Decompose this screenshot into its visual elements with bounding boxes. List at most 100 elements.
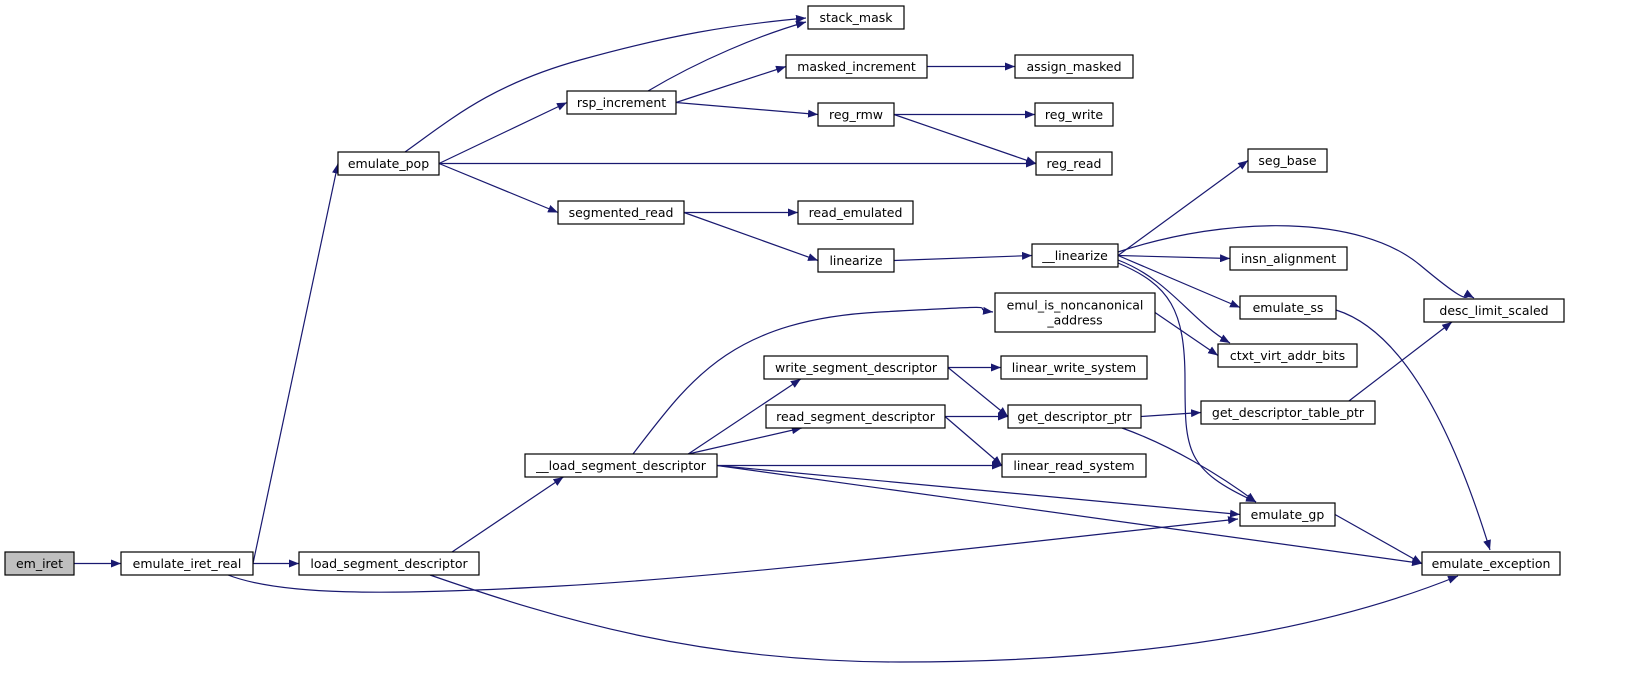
nodes-layer: em_iret emulate_iret_real emulate_pop load_… — [4, 5, 1565, 576]
node-box — [1423, 298, 1565, 323]
node-desc_limit_scaled[interactable]: desc_limit_scaled — [1423, 298, 1565, 323]
node-emulate_ss[interactable]: emulate_ss — [1239, 295, 1337, 320]
node-get_descriptor_ptr[interactable]: get_descriptor_ptr — [1007, 404, 1142, 429]
node-emulate_gp[interactable]: emulate_gp — [1239, 502, 1336, 527]
node-label: emul_is_noncanonical — [1007, 298, 1144, 313]
node-box — [797, 200, 914, 225]
node-box — [1239, 502, 1336, 527]
edge-__linearize-to-insn_alignment — [1117, 254, 1231, 263]
node-box — [1247, 148, 1328, 173]
node-label: get_descriptor_ptr — [1017, 409, 1132, 424]
node-emulate_pop[interactable]: emulate_pop — [337, 151, 440, 176]
node-label: _address — [1046, 313, 1102, 328]
node-reg_rmw[interactable]: reg_rmw — [817, 102, 895, 127]
node-label: emulate_gp — [1251, 507, 1325, 522]
edge-__load_segment_descriptor-to-emul_is_noncanonical_address — [632, 306, 994, 455]
edge-rsp_increment-to-reg_rmw — [675, 101, 819, 118]
node-masked_increment[interactable]: masked_increment — [785, 54, 928, 79]
edge-get_descriptor_table_ptr-to-desc_limit_scaled — [1348, 321, 1453, 402]
edge-segmented_read-to-linearize — [683, 211, 819, 262]
node-load_segment_descriptor[interactable]: load_segment_descriptor — [298, 551, 480, 576]
node-box — [1421, 551, 1561, 576]
node-reg_write[interactable]: reg_write — [1034, 102, 1114, 127]
edges-layer — [74, 14, 1491, 663]
node-seg_base[interactable]: seg_base — [1247, 148, 1328, 173]
node-box — [1229, 246, 1348, 271]
node-__load_segment_descriptor[interactable]: __load_segment_descriptor — [524, 453, 718, 478]
node-box — [120, 551, 254, 576]
node-label: masked_increment — [797, 59, 916, 74]
node-box — [1200, 400, 1376, 425]
edge-__linearize-to-ctxt_virt_addr_bits — [1117, 259, 1231, 344]
node-box — [785, 54, 928, 79]
edge-emul_is_noncanonical_address-to-ctxt_virt_addr_bits — [1154, 312, 1219, 356]
edge-write_segment_descriptor-to-get_descriptor_ptr — [947, 367, 1009, 417]
node-label: rsp_increment — [577, 95, 666, 110]
node-label: read_emulated — [809, 205, 903, 220]
node-label: stack_mask — [819, 10, 893, 25]
node-read_emulated[interactable]: read_emulated — [797, 200, 914, 225]
node-emulate_iret_real[interactable]: emulate_iret_real — [120, 551, 254, 576]
node-box — [1000, 355, 1148, 380]
node-assign_masked[interactable]: assign_masked — [1014, 54, 1134, 79]
node-read_segment_descriptor[interactable]: read_segment_descriptor — [765, 404, 946, 429]
edge-emulate_pop-to-stack_mask — [404, 14, 807, 153]
node-label: load_segment_descriptor — [310, 556, 468, 571]
node-label: emulate_pop — [348, 156, 429, 171]
edge-linearize-to-__linearize — [893, 251, 1033, 262]
node-label: emulate_iret_real — [133, 556, 242, 571]
node-box — [1034, 102, 1114, 127]
edge-__linearize-to-emulate_gp — [1117, 262, 1257, 503]
edge-emulate_pop-to-segmented_read — [438, 162, 559, 214]
node-reg_read[interactable]: reg_read — [1035, 151, 1113, 176]
node-emul_is_noncanonical_address[interactable]: emul_is_noncanonical_address — [994, 292, 1156, 333]
node-label: __linearize — [1041, 248, 1108, 263]
node-label: em_iret — [16, 556, 63, 571]
node-segmented_read[interactable]: segmented_read — [557, 200, 685, 225]
node-label: desc_limit_scaled — [1439, 303, 1548, 318]
node-emulate_exception[interactable]: emulate_exception — [1421, 551, 1561, 576]
node-box — [763, 355, 949, 380]
node-rsp_increment[interactable]: rsp_increment — [566, 90, 677, 115]
node-box — [1031, 243, 1119, 268]
edge-__linearize-to-emulate_ss — [1117, 254, 1241, 309]
node-label: emulate_ss — [1253, 300, 1324, 315]
edge-reg_rmw-to-reg_read — [893, 113, 1037, 165]
node-box — [1217, 343, 1358, 368]
node-label: seg_base — [1258, 153, 1316, 168]
node-box — [1014, 54, 1134, 79]
edge-__load_segment_descriptor-to-emulate_exception — [716, 464, 1423, 567]
edge-rsp_increment-to-stack_mask — [647, 20, 807, 92]
node-label: segmented_read — [569, 205, 674, 220]
node-label: linear_read_system — [1013, 458, 1134, 473]
edge-get_descriptor_ptr-to-get_descriptor_table_ptr — [1140, 409, 1202, 418]
node-stack_mask[interactable]: stack_mask — [807, 5, 905, 30]
node-box — [817, 248, 895, 273]
node-em_iret[interactable]: em_iret — [4, 551, 75, 576]
edge-read_segment_descriptor-to-linear_read_system — [944, 416, 1003, 466]
edge-__load_segment_descriptor-to-read_segment_descriptor — [688, 426, 802, 455]
node-label: linearize — [829, 253, 882, 268]
node-linearize[interactable]: linearize — [817, 248, 895, 273]
node-box — [765, 404, 946, 429]
node-box — [557, 200, 685, 225]
node-label: __load_segment_descriptor — [535, 458, 707, 473]
node-label: read_segment_descriptor — [776, 409, 936, 424]
node-label: assign_masked — [1026, 59, 1121, 74]
node-ctxt_virt_addr_bits[interactable]: ctxt_virt_addr_bits — [1217, 343, 1358, 368]
node-__linearize[interactable]: __linearize — [1031, 243, 1119, 268]
node-linear_read_system[interactable]: linear_read_system — [1001, 453, 1147, 478]
edge-__linearize-to-desc_limit_scaled — [1117, 225, 1475, 299]
node-write_segment_descriptor[interactable]: write_segment_descriptor — [763, 355, 949, 380]
node-box — [1001, 453, 1147, 478]
node-box — [994, 292, 1156, 333]
node-get_descriptor_table_ptr[interactable]: get_descriptor_table_ptr — [1200, 400, 1376, 425]
node-label: write_segment_descriptor — [775, 360, 938, 375]
node-linear_write_system[interactable]: linear_write_system — [1000, 355, 1148, 380]
node-label: get_descriptor_table_ptr — [1212, 405, 1365, 420]
edge-emulate_iret_real-to-emulate_gp — [227, 516, 1239, 593]
edge-__linearize-to-seg_base — [1117, 160, 1249, 256]
node-insn_alignment[interactable]: insn_alignment — [1229, 246, 1348, 271]
edge-__load_segment_descriptor-to-emulate_gp — [716, 464, 1241, 518]
